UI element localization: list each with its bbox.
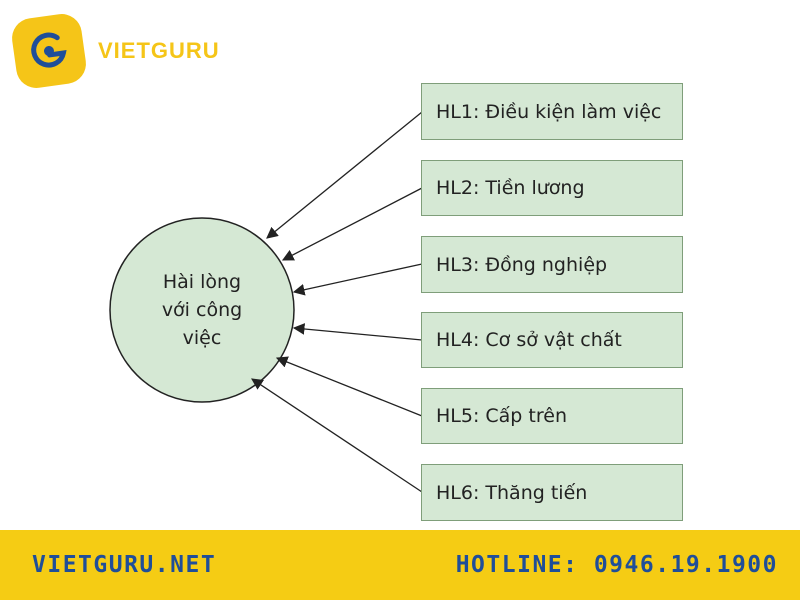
diagram-canvas bbox=[109, 111, 423, 493]
factor-node-hl2: HL2: Tiền lương bbox=[421, 160, 683, 216]
arrow-hl6 bbox=[251, 378, 423, 493]
brand-name: VIETGURU bbox=[98, 38, 220, 63]
factor-node-hl5: HL5: Cấp trên bbox=[421, 388, 683, 444]
center-label-line-2: với công bbox=[161, 299, 243, 321]
footer-hotline[interactable]: HOTLINE: 0946.19.1900 bbox=[455, 552, 778, 578]
brand-logo: VIETGURU bbox=[9, 11, 220, 91]
factor-node-hl4: HL4: Cơ sở vật chất bbox=[421, 312, 683, 368]
vietguru-logo-icon bbox=[9, 11, 89, 91]
center-label-line-3: việc bbox=[182, 327, 222, 349]
arrow-hl2 bbox=[281, 187, 423, 261]
arrow-hl1 bbox=[266, 111, 423, 239]
factor-node-hl6: HL6: Thăng tiến bbox=[421, 464, 683, 521]
factor-node-hl1: HL1: Điều kiện làm việc bbox=[421, 83, 683, 140]
center-label-line-1: Hài lòng bbox=[162, 271, 242, 293]
arrow-hl4 bbox=[292, 323, 423, 341]
footer-website[interactable]: VIETGURU.NET bbox=[32, 552, 217, 578]
factor-node-hl3: HL3: Đồng nghiệp bbox=[421, 236, 683, 293]
center-node-circle bbox=[109, 217, 295, 403]
footer-bar: VIETGURU.NET HOTLINE: 0946.19.1900 bbox=[0, 530, 800, 600]
center-node-label: Hài lòng với công việc bbox=[110, 218, 294, 402]
arrow-hl5 bbox=[275, 356, 423, 417]
arrow-hl3 bbox=[292, 263, 423, 296]
